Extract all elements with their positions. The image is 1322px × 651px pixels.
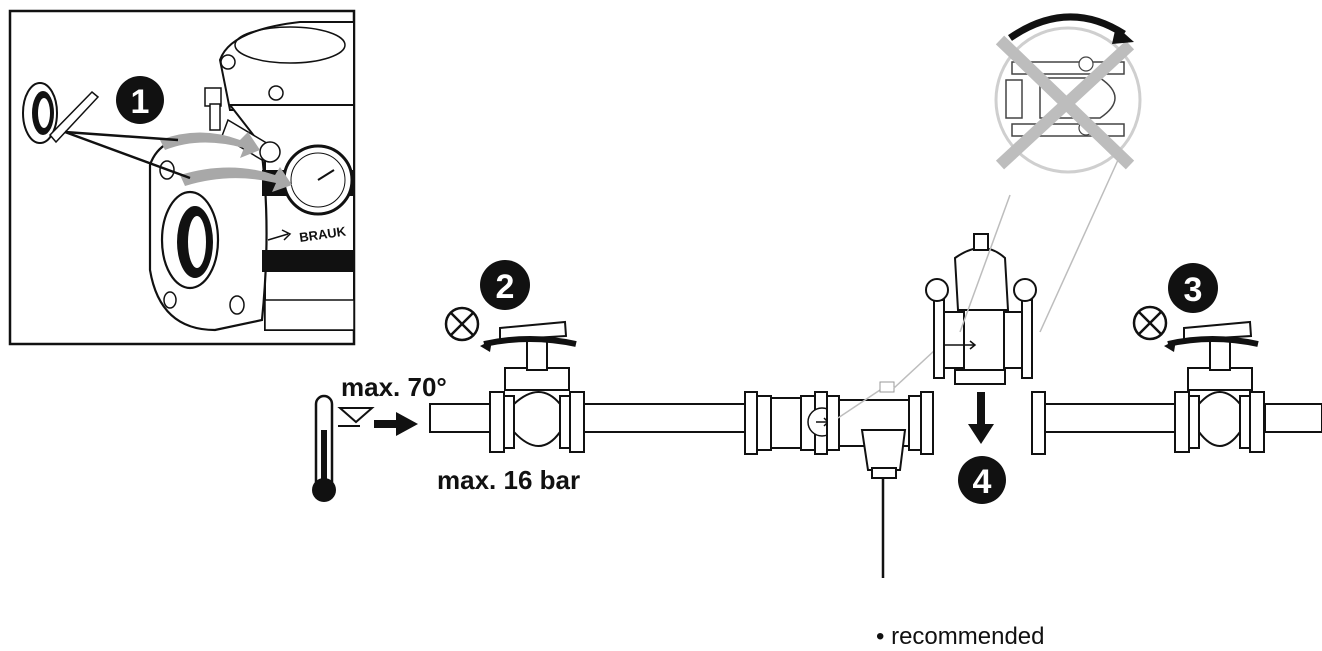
- brand-label: BRAUK: [298, 223, 347, 244]
- step-1-number: 1: [131, 83, 150, 121]
- step-1-badge: [116, 76, 164, 124]
- down-arrow-icon: [968, 392, 994, 444]
- wrong-orientation-detail: [994, 13, 1142, 174]
- pressure-reducing-valve: [925, 159, 1119, 385]
- circle-x-icon: [1132, 305, 1168, 341]
- max-temperature-label: max. 70°: [341, 372, 447, 402]
- recommended-note: • recommended: [876, 623, 1044, 650]
- right-arrow-icon: [374, 412, 418, 436]
- gauge-icon: [925, 278, 949, 302]
- curved-arrow-icon: [480, 340, 492, 352]
- inlet-shutoff-valve: [480, 320, 585, 453]
- step-2-badge: [480, 260, 530, 310]
- step-4-number: 4: [973, 463, 992, 501]
- step-3-number: 3: [1184, 271, 1203, 309]
- strainer-assembly: [744, 349, 936, 578]
- inset-detail: BRAUK 1: [8, 9, 356, 346]
- outlet-shutoff-valve: [1164, 320, 1265, 453]
- step-4-badge: [958, 456, 1006, 504]
- thermometer-icon: [312, 394, 336, 502]
- gauge-icon: [1013, 278, 1037, 302]
- step-3-badge: [1168, 263, 1218, 313]
- tape-roll-icon: [22, 82, 100, 144]
- max-pressure-label: max. 16 bar: [437, 465, 580, 495]
- operating-limits: max. 70° max. 16 bar: [312, 372, 580, 502]
- water-level-icon: [337, 407, 375, 427]
- main-pipeline: 2: [429, 159, 1322, 578]
- curved-arrow-icon: [1164, 340, 1176, 352]
- curved-arrow-icon: [1112, 26, 1134, 44]
- circle-x-icon: [444, 306, 480, 342]
- step-2-number: 2: [496, 268, 515, 306]
